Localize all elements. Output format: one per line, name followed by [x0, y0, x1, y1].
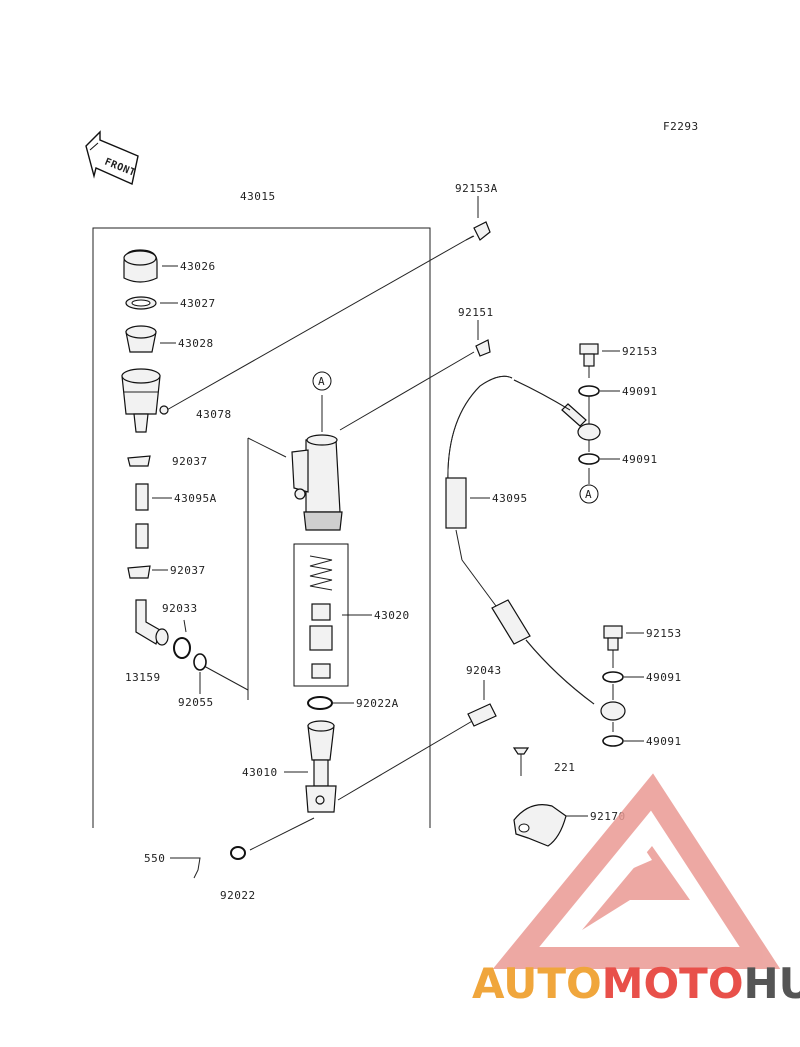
- part-label: 43020: [374, 609, 410, 622]
- callout-a-right: A: [579, 484, 599, 504]
- washer-49091-2: [578, 453, 600, 465]
- part-label: 43010: [242, 766, 278, 779]
- screw-221: [512, 747, 530, 776]
- front-arrow-icon: FRONT: [85, 130, 139, 185]
- cotter-pin-550: [190, 857, 201, 879]
- fitting-92033: [135, 599, 169, 646]
- figure-code: F2293: [663, 120, 699, 133]
- part-label: 49091: [646, 671, 682, 684]
- screw-92153A: [465, 221, 491, 241]
- part-label: 92153: [646, 627, 682, 640]
- watermark-text: AUTOMOTOHUB: [472, 959, 800, 1008]
- part-label: 92033: [162, 602, 198, 615]
- clamp-92037-lower: [127, 565, 151, 579]
- watermark-hub: HUB: [744, 959, 800, 1008]
- push-rod-43010: [305, 720, 337, 813]
- part-label: 49091: [622, 453, 658, 466]
- part-label: 43028: [178, 337, 214, 350]
- banjo-fitting-lower: [600, 701, 626, 721]
- oring-13159: [173, 637, 191, 659]
- banjo-bolt-92153-upper: [579, 343, 599, 367]
- watermark-logo: [492, 773, 781, 969]
- part-label: 92022: [220, 889, 256, 902]
- part-label: 92055: [178, 696, 214, 709]
- part-label: 92037: [170, 564, 206, 577]
- watermark-moto: MOTO: [602, 959, 744, 1008]
- reservoir-tank-43078: [121, 368, 169, 433]
- diaphragm-43028: [125, 325, 157, 353]
- callout-a-left: A: [312, 371, 332, 391]
- part-label: 92043: [466, 664, 502, 677]
- brake-hose-43095: [445, 375, 595, 705]
- assembly-bracket: [92, 227, 431, 828]
- banjo-fitting-upper: [561, 403, 601, 441]
- washer-92022: [230, 846, 246, 860]
- diaphragm-plate-43027: [125, 296, 157, 310]
- circlip-92022A: [307, 696, 333, 710]
- washer-49091-3: [602, 671, 624, 683]
- part-label: 221: [554, 761, 575, 774]
- part-labels: 43015 92153A 43026 43027 43028 43078 920…: [125, 182, 682, 902]
- banjo-bolt-92153-lower: [603, 625, 623, 651]
- part-label: 43095: [492, 492, 528, 505]
- part-label: 43078: [196, 408, 232, 421]
- part-label: 43095A: [174, 492, 217, 505]
- clamp-92037-upper: [127, 455, 151, 467]
- part-label: 43026: [180, 260, 216, 273]
- part-label: 92153: [622, 345, 658, 358]
- part-label: 92153A: [455, 182, 498, 195]
- cap-43026: [123, 249, 158, 283]
- part-label: 550: [144, 852, 165, 865]
- part-label: 49091: [622, 385, 658, 398]
- washer-49091-1: [578, 385, 600, 397]
- oring-92055: [193, 653, 207, 671]
- part-label: 43015: [240, 190, 276, 203]
- washer-49091-4: [602, 735, 624, 747]
- leader-lines: [152, 196, 644, 859]
- callout-a-text-left: A: [318, 375, 325, 388]
- part-label: 92037: [172, 455, 208, 468]
- piston-kit-43020: [293, 543, 349, 687]
- part-label: 43027: [180, 297, 216, 310]
- part-label: 49091: [646, 735, 682, 748]
- screw-92151: [475, 339, 491, 357]
- part-label: 13159: [125, 671, 161, 684]
- callout-a-text-right: A: [585, 488, 592, 501]
- master-cylinder-body: [291, 434, 343, 531]
- hose-clamp-92170: [513, 804, 567, 847]
- watermark-auto: AUTO: [472, 959, 602, 1008]
- hose-43095A: [135, 483, 149, 549]
- part-label: 92022A: [356, 697, 399, 710]
- part-label: 92151: [458, 306, 494, 319]
- pin-92043: [467, 703, 497, 727]
